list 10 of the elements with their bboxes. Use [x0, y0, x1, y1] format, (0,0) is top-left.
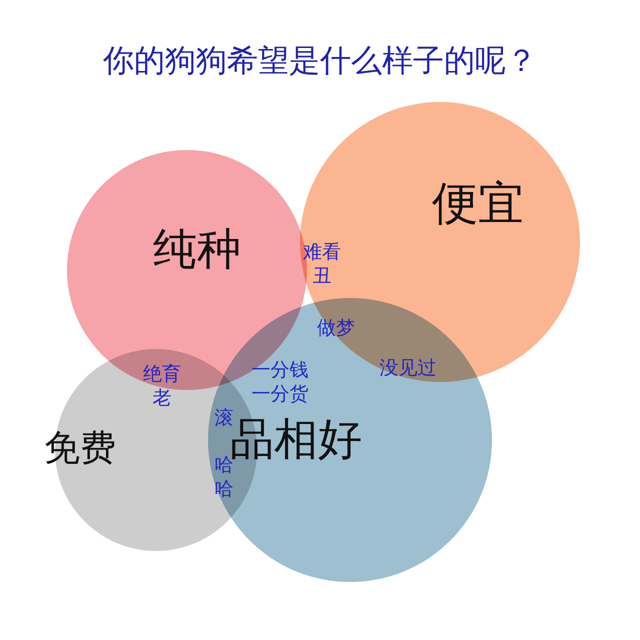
circle-label: 便宜: [432, 176, 524, 232]
overlap-label: 滚: [214, 406, 234, 429]
venn-circle: [208, 298, 492, 582]
title: 你的狗狗希望是什么样子的呢？: [102, 42, 538, 81]
overlap-label: 绝育老: [142, 362, 182, 410]
circle-label: 免费: [44, 427, 116, 471]
overlap-label: 一分钱一分货: [250, 358, 310, 406]
circle-label: 纯种: [153, 224, 241, 276]
overlap-label: 哈哈: [214, 454, 234, 501]
overlap-label: 难看丑: [302, 240, 342, 288]
